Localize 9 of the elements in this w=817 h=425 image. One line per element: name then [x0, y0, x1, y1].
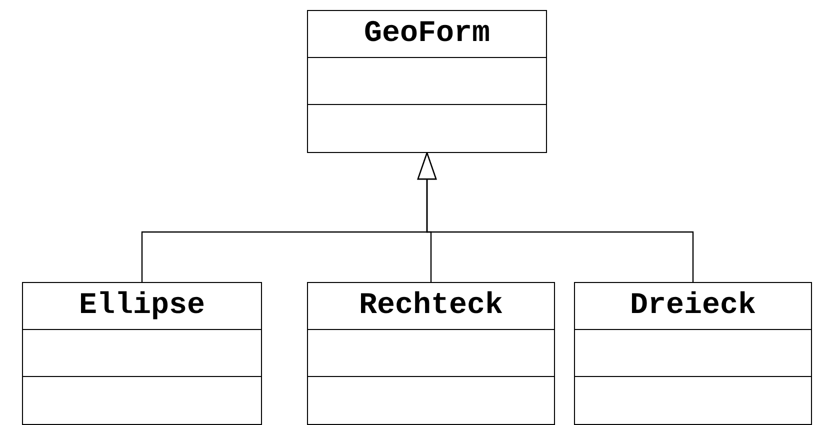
class-name: GeoForm	[308, 11, 546, 58]
class-name: Rechteck	[308, 283, 554, 330]
class-box	[307, 10, 547, 153]
class-name: Ellipse	[23, 283, 261, 330]
class-box	[574, 282, 812, 425]
class-box	[22, 282, 262, 425]
class-name: Dreieck	[575, 283, 811, 330]
inheritance-arrow	[417, 152, 694, 282]
class-box	[307, 282, 555, 425]
